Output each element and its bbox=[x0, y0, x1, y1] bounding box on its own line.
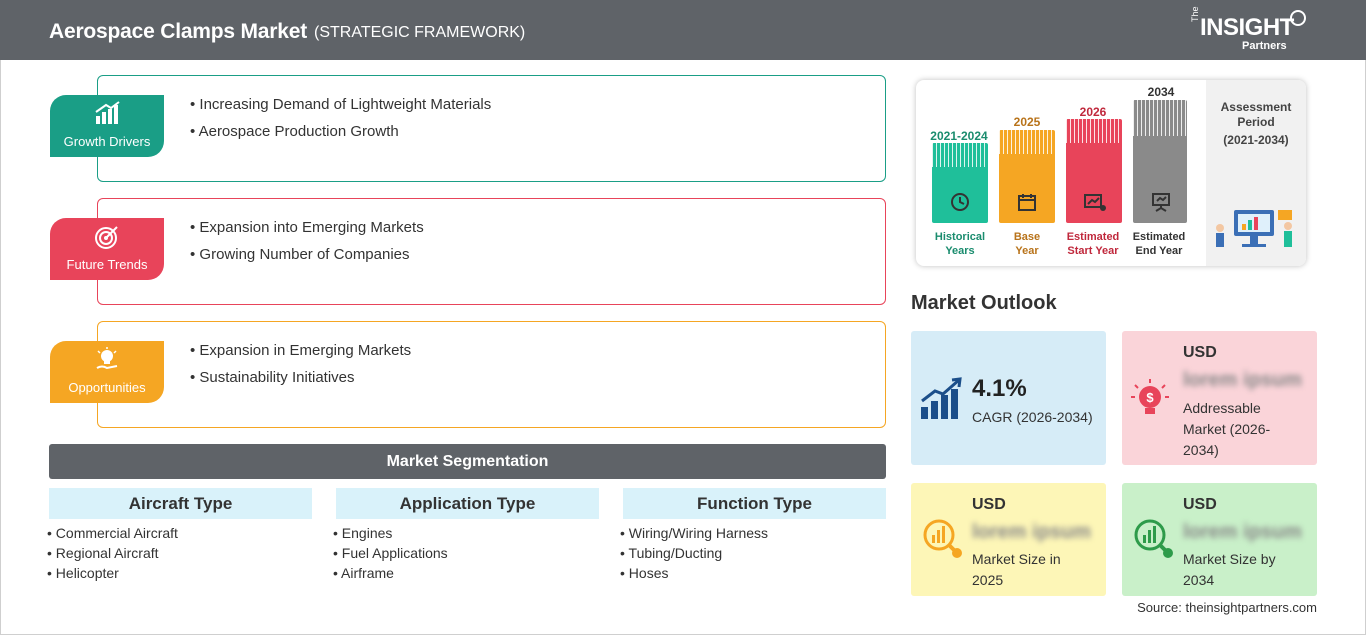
segment-heading-function-type: Function Type bbox=[623, 488, 886, 519]
logo-ring-icon bbox=[1290, 10, 1306, 26]
analytics-people-icon bbox=[1216, 210, 1292, 247]
timeline-bar-historical bbox=[932, 143, 988, 223]
calendar-icon bbox=[1018, 194, 1036, 211]
market-segmentation-title: Market Segmentation bbox=[49, 444, 886, 479]
list-item: Engines bbox=[333, 525, 448, 541]
segment-heading-application-type: Application Type bbox=[336, 488, 599, 519]
addressable-currency: USD bbox=[1183, 344, 1217, 361]
timeline-caption: Historical Years bbox=[934, 231, 986, 257]
target-icon bbox=[95, 226, 118, 249]
cagr-value: 4.1% bbox=[972, 375, 1027, 402]
badge-label: Future Trends bbox=[66, 257, 148, 272]
opportunities-list: Expansion in Emerging Markets Sustainabi… bbox=[190, 342, 411, 396]
logo-the-text: The bbox=[1190, 6, 1200, 22]
timeline-year-label: 2025 bbox=[1013, 115, 1041, 129]
timeline-year-label: 2034 bbox=[1147, 85, 1175, 99]
application-type-list: Engines Fuel Applications Airframe bbox=[333, 525, 448, 585]
market-size-2034-box: USD lorem ipsum Market Size by 2034 bbox=[1122, 483, 1317, 596]
bar-chart-growth-icon bbox=[95, 101, 120, 124]
history-icon bbox=[951, 193, 969, 211]
addressable-market-box: $ USD lorem ipsum Addressable Market (20… bbox=[1122, 331, 1317, 465]
magnifier-chart-icon bbox=[1134, 519, 1173, 558]
market-size-2025-value: lorem ipsum bbox=[972, 521, 1091, 543]
list-item: Airframe bbox=[333, 565, 448, 581]
list-item: Expansion into Emerging Markets bbox=[190, 219, 423, 236]
timeline-year-label: 2021-2024 bbox=[930, 129, 988, 143]
market-outlook-title: Market Outlook bbox=[911, 292, 1057, 314]
list-item: Sustainability Initiatives bbox=[190, 369, 411, 386]
lightbulb-hand-icon bbox=[96, 347, 118, 370]
market-size-2025-currency: USD bbox=[972, 496, 1006, 513]
assessment-period-range: (2021-2034) bbox=[1223, 133, 1289, 147]
timeline-bar-start bbox=[1066, 119, 1122, 223]
assessment-period-panel: Assessment Period (2021-2034) bbox=[1206, 80, 1306, 266]
timeline-year-label: 2026 bbox=[1079, 105, 1107, 119]
growth-drivers-badge: Growth Drivers bbox=[50, 95, 164, 157]
market-size-2034-label: Market Size by 2034 bbox=[1183, 551, 1276, 588]
assessment-period-title: Assessment Period bbox=[1220, 100, 1292, 129]
future-trends-badge: Future Trends bbox=[50, 218, 164, 280]
insight-partners-logo[interactable]: The INSIGHT Partners bbox=[1188, 6, 1308, 52]
list-item: Hoses bbox=[620, 565, 768, 581]
list-item: Growing Number of Companies bbox=[190, 246, 424, 263]
market-size-2025-label: Market Size in 2025 bbox=[972, 551, 1061, 588]
aircraft-type-list: Commercial Aircraft Regional Aircraft He… bbox=[47, 525, 178, 585]
list-item: Commercial Aircraft bbox=[47, 525, 178, 541]
list-item: Expansion in Emerging Markets bbox=[190, 342, 411, 359]
lightbulb-dollar-icon: $ bbox=[1131, 379, 1169, 414]
logo-partners-text: Partners bbox=[1242, 40, 1287, 52]
badge-label: Opportunities bbox=[68, 380, 146, 395]
opportunities-badge: Opportunities bbox=[50, 341, 164, 403]
growth-drivers-list: Increasing Demand of Lightweight Materia… bbox=[190, 96, 492, 150]
list-item: Regional Aircraft bbox=[47, 545, 178, 561]
timeline-caption: Base Year bbox=[1013, 231, 1041, 257]
list-item: Wiring/Wiring Harness bbox=[620, 525, 768, 541]
future-trends-card: Expansion into Emerging Markets Growing … bbox=[97, 198, 886, 305]
presentation-icon bbox=[1152, 193, 1170, 212]
badge-label: Growth Drivers bbox=[63, 134, 151, 149]
market-size-2034-value: lorem ipsum bbox=[1183, 521, 1302, 543]
growth-drivers-card: Increasing Demand of Lightweight Materia… bbox=[97, 75, 886, 182]
svg-text:$: $ bbox=[1146, 390, 1154, 405]
bar-chart-growth-icon bbox=[921, 377, 962, 419]
cagr-box: 4.1% CAGR (2026-2034) bbox=[911, 331, 1106, 465]
opportunities-card: Expansion in Emerging Markets Sustainabi… bbox=[97, 321, 886, 428]
source-note[interactable]: Source: theinsightpartners.com bbox=[1137, 600, 1317, 615]
function-type-list: Wiring/Wiring Harness Tubing/Ducting Hos… bbox=[620, 525, 769, 585]
page-subtitle: (STRATEGIC FRAMEWORK) bbox=[314, 24, 526, 41]
timeline-caption: Estimated Start Year bbox=[1066, 231, 1120, 257]
list-item: Aerospace Production Growth bbox=[190, 123, 491, 140]
timeline-bar-end bbox=[1133, 100, 1187, 223]
growth-screen-icon bbox=[1084, 194, 1106, 211]
market-size-2025-box: USD lorem ipsum Market Size in 2025 bbox=[911, 483, 1106, 596]
addressable-label: Addressable Market (2026- 2034) bbox=[1183, 400, 1271, 458]
logo-insight-text: INSIGHT bbox=[1200, 14, 1294, 41]
segment-heading-aircraft-type: Aircraft Type bbox=[49, 488, 312, 519]
market-size-2034-currency: USD bbox=[1183, 496, 1217, 513]
list-item: Fuel Applications bbox=[333, 545, 448, 561]
timeline-bar-base bbox=[999, 130, 1055, 223]
list-item: Tubing/Ducting bbox=[620, 545, 768, 561]
list-item: Increasing Demand of Lightweight Materia… bbox=[190, 96, 491, 113]
cagr-label: CAGR (2026-2034) bbox=[972, 409, 1093, 425]
list-item: Helicopter bbox=[47, 565, 178, 581]
magnifier-chart-icon bbox=[923, 519, 962, 558]
page-title: Aerospace Clamps Market bbox=[49, 20, 308, 43]
future-trends-list: Expansion into Emerging Markets Growing … bbox=[190, 219, 424, 273]
timeline-caption: Estimated End Year bbox=[1132, 231, 1186, 257]
addressable-value: lorem ipsum bbox=[1183, 369, 1302, 391]
page-header: Aerospace Clamps Market (STRATEGIC FRAME… bbox=[0, 0, 1366, 60]
